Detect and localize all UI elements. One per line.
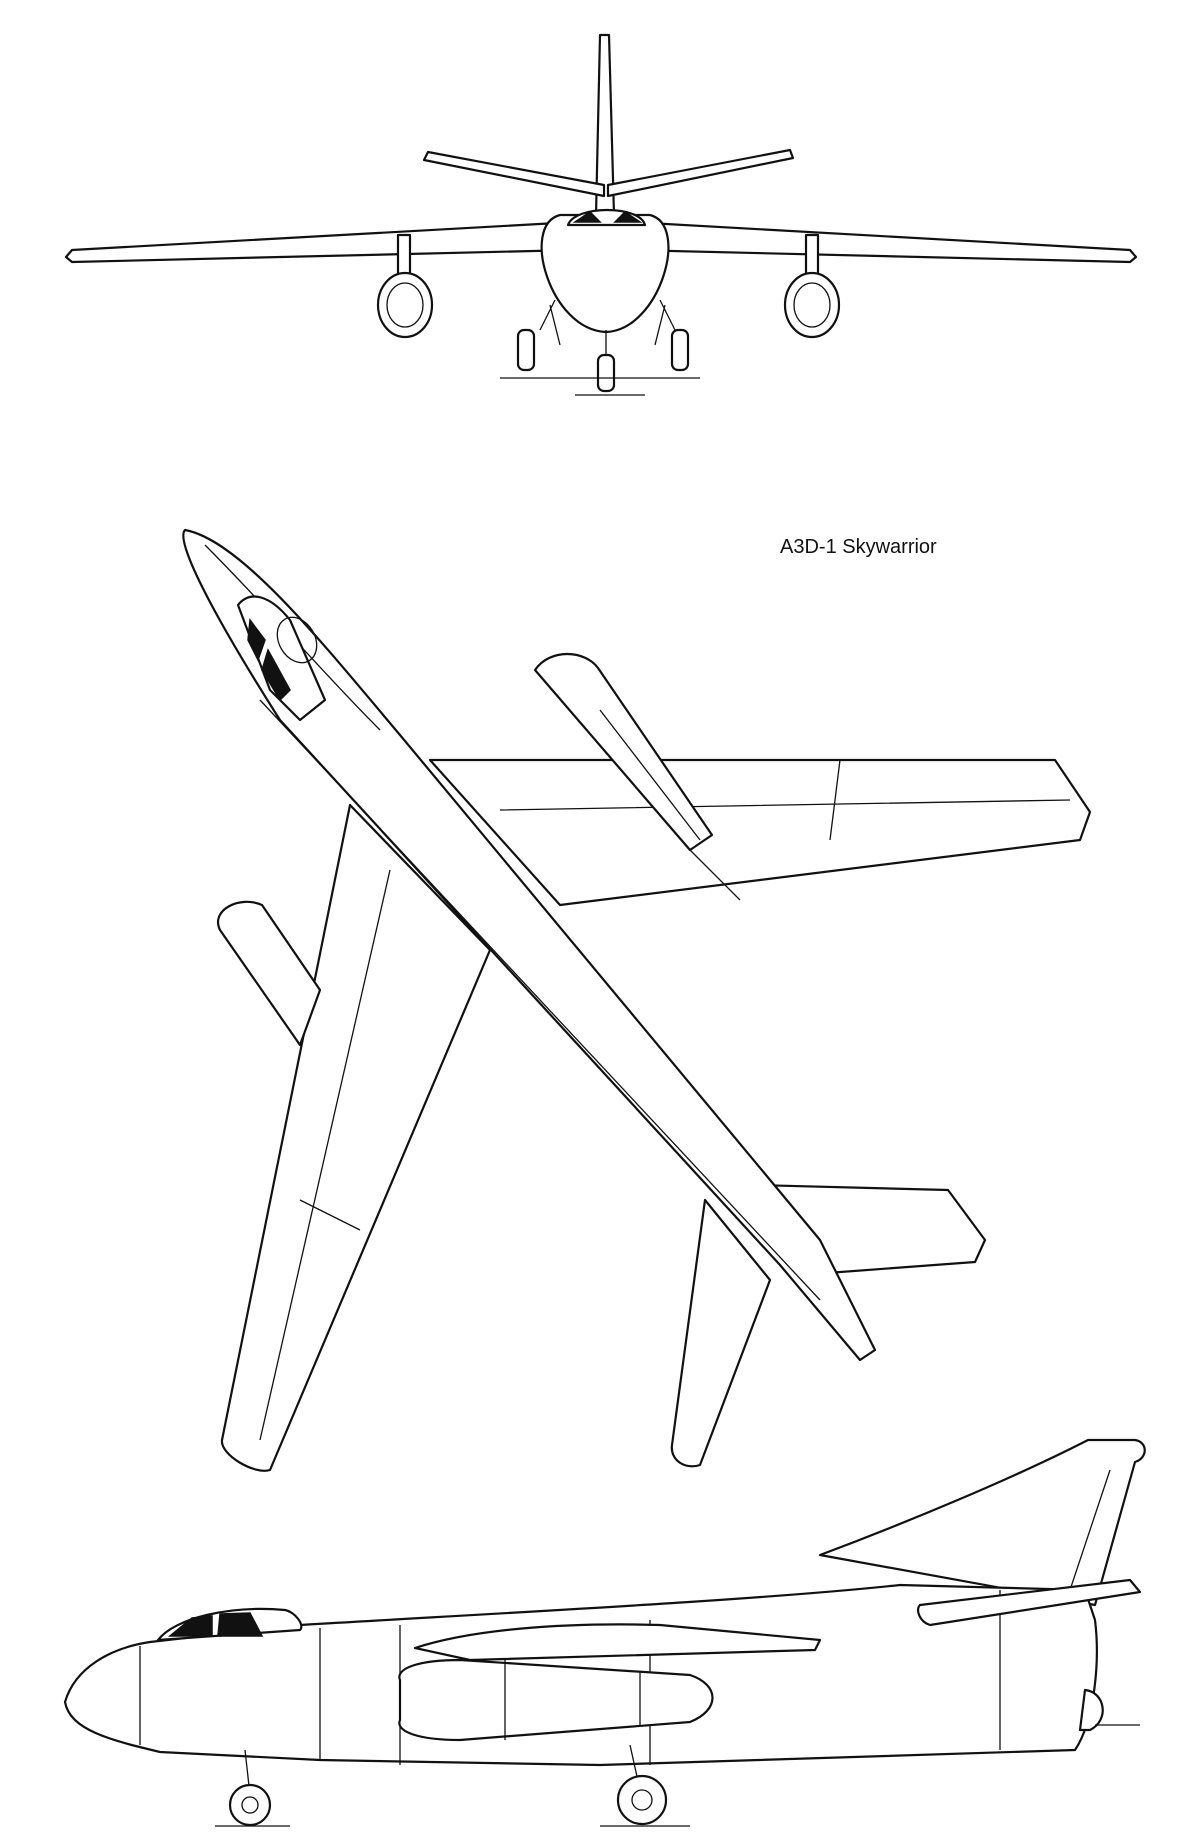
front-left-tailplane [422, 150, 606, 198]
side-fin [818, 1438, 1146, 1607]
side-tailplane [916, 1578, 1142, 1627]
plan-right-wing [428, 758, 1092, 907]
front-ground-line [500, 377, 700, 396]
side-tail-cone [1078, 1688, 1104, 1732]
front-right-main-wheel [670, 328, 690, 372]
plan-nose-window [276, 616, 318, 664]
plan-canopy [236, 595, 327, 722]
aircraft-designation-caption: A3D-1 Skywarrior [780, 536, 937, 558]
front-right-engine [783, 271, 841, 339]
side-main-wheel [616, 1774, 668, 1826]
plan-left-tailplane [670, 1198, 772, 1468]
front-right-tailplane [606, 148, 795, 198]
plan-left-wing [220, 803, 492, 1472]
plan-right-engine [533, 652, 714, 852]
side-nose-wheel [228, 1783, 272, 1827]
front-left-main-wheel [516, 328, 536, 372]
plan-left-engine [216, 900, 322, 1047]
side-engine [398, 1658, 714, 1742]
front-nose-wheel [596, 353, 616, 393]
side-wing [413, 1623, 822, 1662]
front-left-engine [376, 271, 434, 339]
plan-fuselage [182, 528, 877, 1362]
